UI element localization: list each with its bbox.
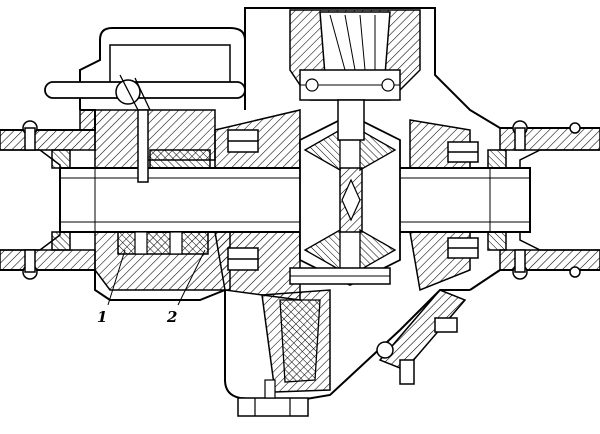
callout-1: 1 <box>97 249 126 326</box>
callout-2: 2 <box>166 249 206 326</box>
pinion-and-bevel-gears <box>299 113 401 287</box>
drive-pinion-top <box>289 9 421 141</box>
breather-bracket <box>376 289 467 385</box>
oil-seals <box>51 149 507 251</box>
lock-coupling <box>117 149 211 255</box>
main-shaft <box>59 167 531 233</box>
callout-2-label: 2 <box>166 308 177 326</box>
drain-plug-assembly <box>237 379 309 417</box>
flange-bolts <box>22 120 581 280</box>
shift-rod <box>44 74 246 183</box>
ring-gear-lower <box>261 267 391 393</box>
side-bearings <box>227 129 479 271</box>
callout-1-label: 1 <box>97 308 107 326</box>
